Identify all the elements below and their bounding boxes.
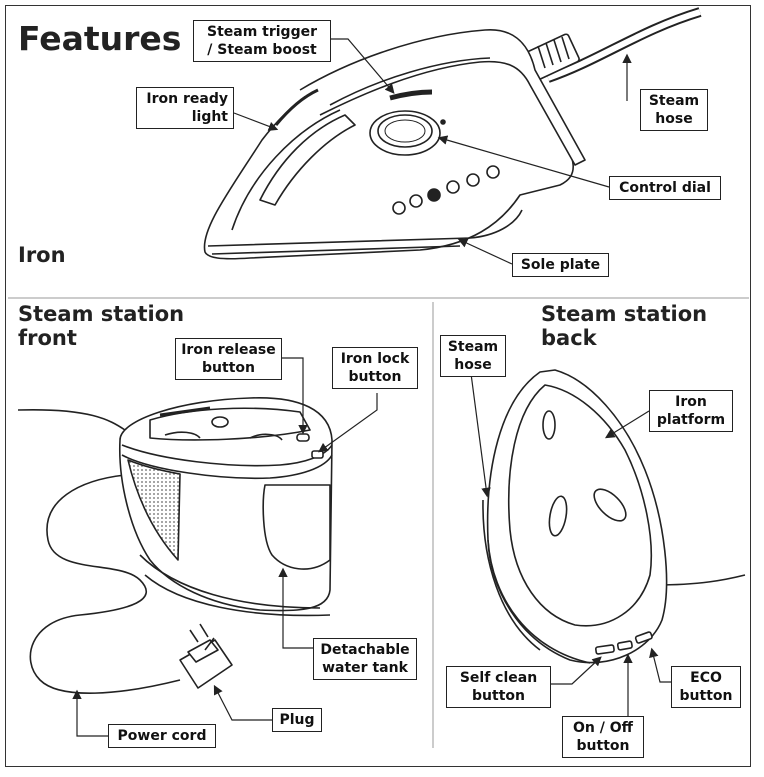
callout-eco-button: ECO button: [671, 666, 741, 709]
callout-power-cord: Power cord: [108, 724, 216, 749]
callout-iron-platform: Iron platform: [649, 390, 733, 433]
station-front-illustration: [17, 397, 333, 694]
callout-sole-plate: Sole plate: [512, 253, 609, 278]
iron-illustration: [203, 7, 702, 260]
callout-detachable-water-tank: Detachable water tank: [313, 638, 417, 681]
callout-control-dial: Control dial: [609, 176, 721, 201]
callout-steam-hose-top: Steam hose: [640, 89, 708, 132]
callout-self-clean-button: Self clean button: [446, 666, 551, 709]
page-title: Features: [18, 19, 182, 58]
section-heading-front: Steam station front: [18, 302, 185, 351]
station-back-illustration: [482, 369, 746, 664]
control-dial-graphic: [369, 110, 446, 156]
callout-iron-lock-button: Iron lock button: [332, 347, 418, 390]
section-heading-iron: Iron: [18, 243, 66, 267]
diagram-frame: [5, 5, 751, 767]
control-buttons: [392, 165, 500, 215]
callout-steam-hose-back: Steam hose: [440, 335, 506, 378]
callout-iron-ready-light: Iron ready light: [136, 87, 234, 130]
callout-iron-release-button: Iron release button: [175, 338, 282, 381]
callout-steam-trigger: Steam trigger / Steam boost: [193, 20, 331, 63]
callout-on-off-button: On / Off button: [562, 716, 644, 759]
callout-plug: Plug: [272, 708, 322, 733]
section-heading-back: Steam station back: [541, 302, 708, 351]
plug-graphic: [179, 623, 233, 689]
